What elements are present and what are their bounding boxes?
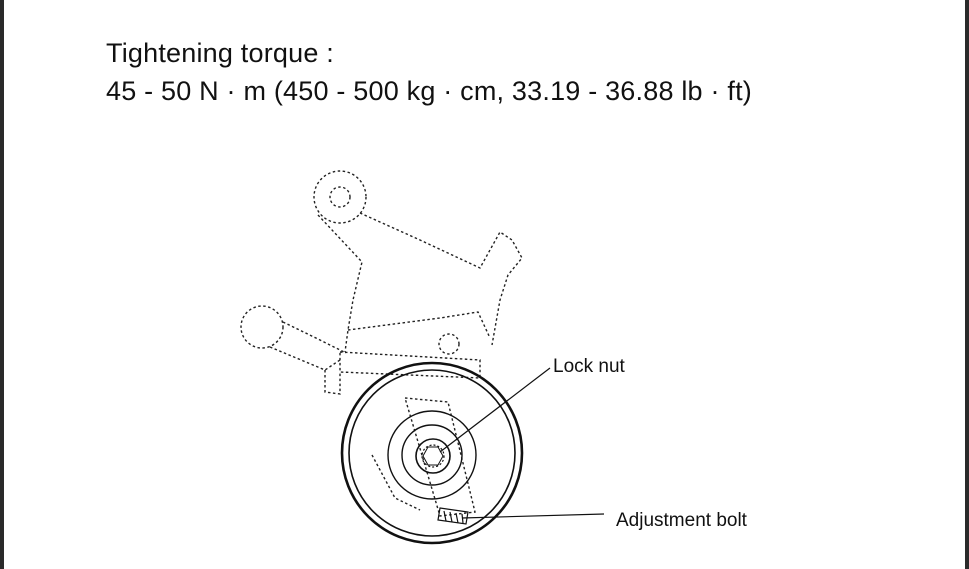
lock-nut-label: Lock nut [553,356,626,377]
left-frame-border [0,0,4,569]
lower-arm-bottom [269,346,341,371]
torque-value: 45 - 50 N · m (450 - 500 kg · cm, 33.19 … [106,76,752,106]
lock-nut-hex [422,446,444,466]
right-frame-border [965,0,969,569]
lower-mount-eye [240,305,284,349]
torque-heading: Tightening torque : [106,38,334,68]
lock-nut-inner [421,444,445,468]
mount-block [339,351,481,379]
pulley-hub-ring [387,410,477,500]
leader-lines [439,367,605,519]
adjustment-bolt-thread [443,510,464,524]
upper-mount-eye [313,170,367,224]
lock-nut-leader [439,367,551,453]
pulley [340,361,524,545]
pulley-outer-rim [340,361,524,545]
torque-spec: Tightening torque : 45 - 50 N · m (450 -… [106,34,752,110]
pulley-inner-rim [348,369,516,537]
inner-hub-outline [371,454,421,511]
upper-mount-hole [329,186,351,208]
adjustment-bolt-label: Adjustment bolt [616,510,748,531]
lock-nut-outer [415,438,451,474]
adjuster-slot [404,397,476,517]
mount-block-side [324,370,341,395]
bracket-boss [438,333,460,355]
bracket-center-arm [317,214,363,353]
lower-arm-top [282,321,347,354]
bracket-mid-rib [347,311,491,339]
adjustment-bolt-head [437,507,469,525]
adjustment-bolt-leader [461,513,605,519]
pulley-bearing-ring [401,424,463,486]
adjustment-bolt [437,507,469,525]
bracket-outline [240,170,523,517]
